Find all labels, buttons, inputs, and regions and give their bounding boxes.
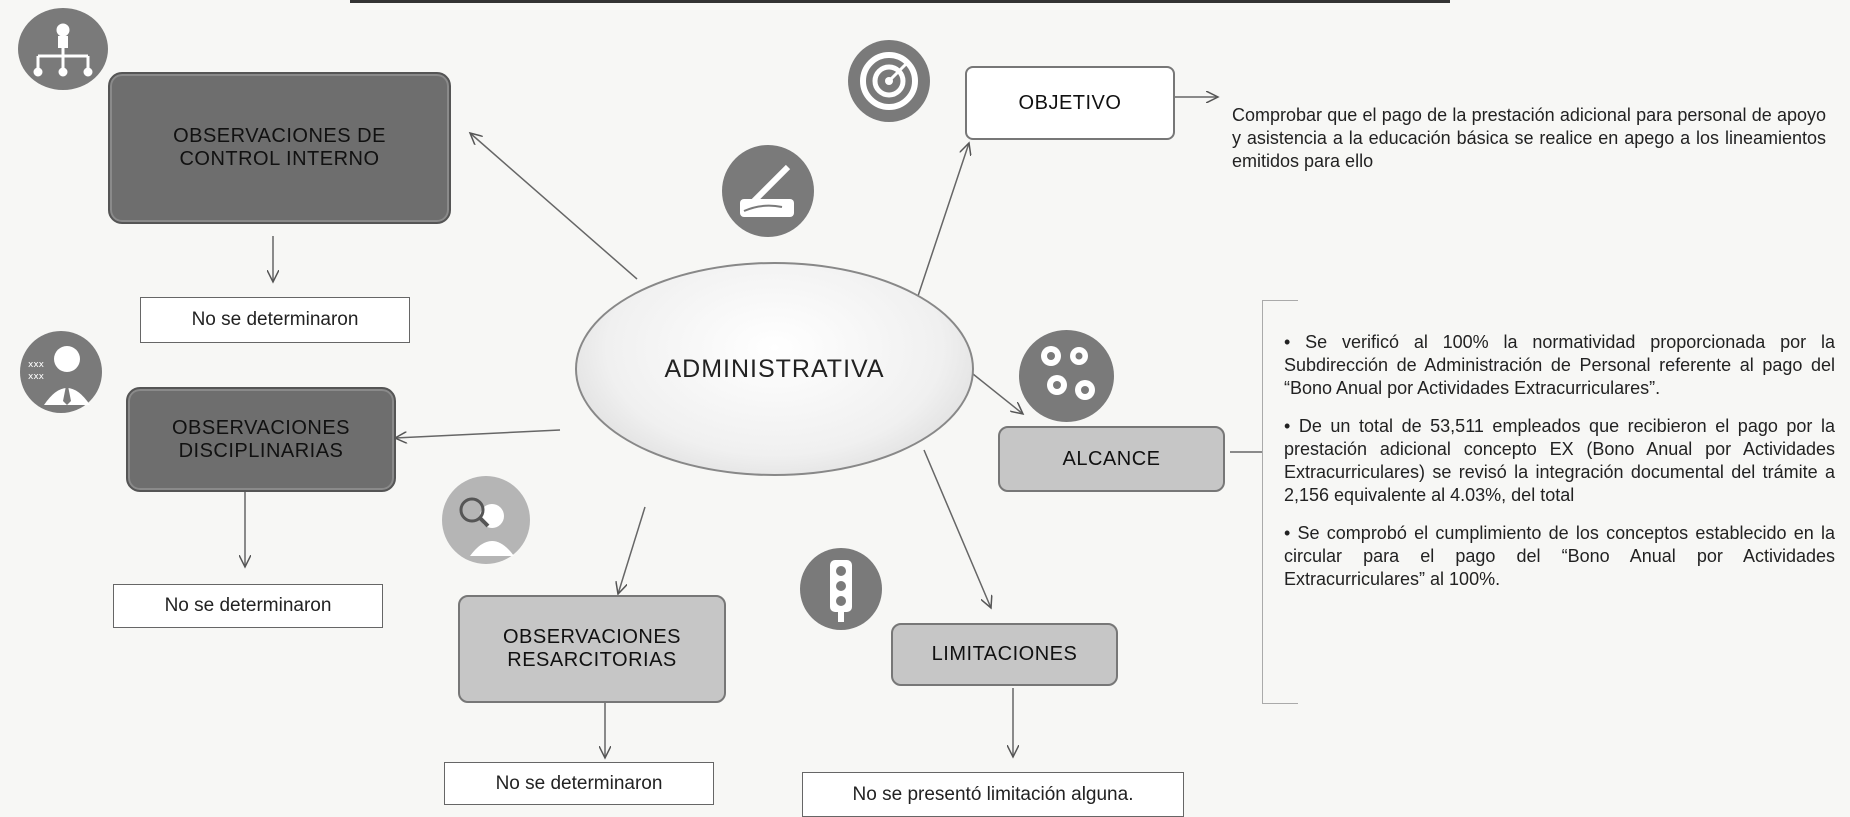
target-icon xyxy=(848,40,930,122)
svg-text:xxx: xxx xyxy=(28,372,45,382)
result-resarcitorias-text: No se determinaron xyxy=(495,772,663,794)
node-limitaciones: LIMITACIONES xyxy=(891,623,1118,686)
alcance-bracket xyxy=(1262,300,1298,704)
writing-hand-icon xyxy=(722,145,814,237)
top-rule xyxy=(350,0,1450,3)
arrow-to-limitaciones xyxy=(923,449,991,608)
search-person-icon xyxy=(442,476,530,564)
arrow-to-control-interno xyxy=(470,133,638,280)
result-resarcitorias: No se determinaron xyxy=(444,762,714,805)
center-node: ADMINISTRATIVA xyxy=(575,262,974,476)
node-objetivo: OBJETIVO xyxy=(965,66,1175,140)
result-disciplinarias: No se determinaron xyxy=(113,584,383,628)
alcance-text: • Se verificó al 100% la normatividad pr… xyxy=(1284,331,1835,606)
node-alcance: ALCANCE xyxy=(998,426,1225,492)
objetivo-label: OBJETIVO xyxy=(1018,91,1122,114)
disciplinarias-label: OBSERVACIONES DISCIPLINARIAS xyxy=(171,416,351,462)
alcance-bullet: • Se verificó al 100% la normatividad pr… xyxy=(1284,332,1835,398)
center-label: ADMINISTRATIVA xyxy=(664,354,885,383)
result-control-interno: No se determinaron xyxy=(140,297,410,343)
result-limitaciones-text: No se presentó limitación alguna. xyxy=(852,783,1134,805)
org-chart-icon xyxy=(18,8,108,90)
result-disciplinarias-text: No se determinaron xyxy=(164,595,332,617)
person-icon: xxx xxx xyxy=(20,331,102,413)
arrow-to-resarcitorias xyxy=(618,506,646,594)
arrow-to-objetivo xyxy=(917,143,969,297)
node-resarcitorias: OBSERVACIONES RESARCITORIAS xyxy=(458,595,726,703)
result-limitaciones: No se presentó limitación alguna. xyxy=(802,772,1184,817)
node-disciplinarias: OBSERVACIONES DISCIPLINARIAS xyxy=(126,387,396,492)
gears-icon xyxy=(1019,330,1114,422)
limitaciones-label: LIMITACIONES xyxy=(931,643,1078,665)
alcance-bullet: • Se comprobó el cumplimiento de los con… xyxy=(1284,523,1835,589)
node-control-interno: OBSERVACIONES DE CONTROL INTERNO xyxy=(108,72,451,224)
resarcitorias-label: OBSERVACIONES RESARCITORIAS xyxy=(502,626,682,671)
traffic-light-icon xyxy=(800,548,882,630)
result-control-interno-text: No se determinaron xyxy=(191,309,359,331)
objetivo-text-content: Comprobar que el pago de la prestación a… xyxy=(1232,105,1826,171)
objetivo-text: Comprobar que el pago de la prestación a… xyxy=(1232,104,1826,173)
alcance-bullet: • De un total de 53,511 empleados que re… xyxy=(1284,416,1835,505)
svg-text:xxx: xxx xyxy=(28,360,45,370)
control-interno-label: OBSERVACIONES DE CONTROL INTERNO xyxy=(173,125,386,170)
arrow-to-disciplinarias xyxy=(395,429,561,438)
alcance-label: ALCANCE xyxy=(1062,447,1161,470)
